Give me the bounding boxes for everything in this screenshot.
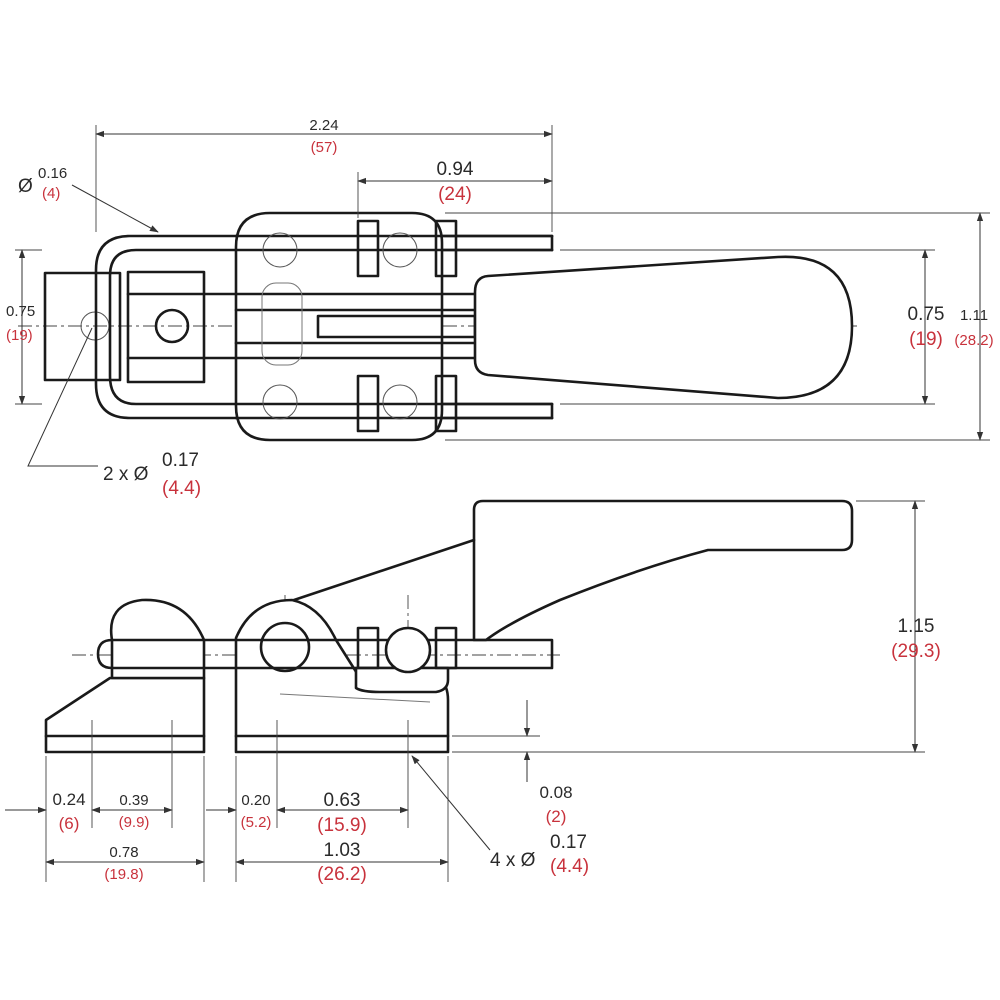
keeper-holes-mm: (4.4) [162, 478, 201, 499]
base-holes-mm: (4.4) [550, 856, 589, 877]
keeper-holes-prefix: 2 x Ø [103, 464, 149, 485]
side-view: 1.15 (29.3) 0.08 (2) 4 x Ø 0.17 (4.4) 0.… [5, 499, 941, 885]
keeper-side-body [44, 676, 206, 754]
handle-travel-mm: (24) [438, 184, 472, 205]
right-width-in: 0.75 [908, 304, 945, 325]
leader-base-holes [411, 755, 491, 851]
base-edge-mm: (5.2) [241, 814, 272, 831]
handle-side [472, 499, 854, 642]
overall-length-mm: (57) [311, 139, 338, 156]
keeper-spacing-in: 0.39 [119, 792, 148, 809]
leader-keeper-holes [27, 327, 98, 467]
base-body-top [234, 211, 444, 442]
keeper-holes-in: 0.17 [162, 450, 199, 471]
left-width-mm: (19) [6, 327, 33, 344]
overall-width-mm: (28.2) [954, 332, 993, 349]
wire-rod-side [96, 638, 554, 670]
nut-side-left [356, 626, 380, 670]
keeper-plate [43, 271, 122, 382]
nut-side-right [434, 626, 458, 670]
base-edge-in: 0.20 [241, 792, 270, 809]
wire-dia-prefix: Ø [18, 176, 33, 197]
keeper-edge-in: 0.24 [52, 790, 85, 809]
base-rivet-bottom [262, 384, 298, 420]
handle-arm [283, 538, 476, 605]
base-length-mm: (26.2) [317, 864, 367, 885]
base-hidden-contour [279, 693, 431, 703]
nut-top [382, 232, 418, 268]
handle-top [473, 255, 854, 400]
pivot-pin-hidden [261, 282, 303, 366]
base-rivet-top [262, 232, 298, 268]
keeper-spacing-mm: (9.9) [119, 814, 150, 831]
base-holes-in: 0.17 [550, 832, 587, 853]
keeper-length-in: 0.78 [109, 844, 138, 861]
nut-bottom [382, 384, 418, 420]
base-side-body [234, 598, 450, 754]
wire-dia-in: 0.16 [38, 165, 67, 182]
clamp-nose [354, 666, 450, 694]
left-width-in: 0.75 [6, 303, 35, 320]
keeper-catch-block [126, 270, 206, 384]
base-spacing-in: 0.63 [324, 790, 361, 811]
hex-nut-bottom-left [356, 374, 380, 433]
nut-side-ball [384, 626, 432, 674]
keeper-hole-right [154, 308, 190, 344]
wire-dia-mm: (4) [42, 185, 60, 202]
height-in: 1.15 [898, 616, 935, 637]
height-mm: (29.3) [891, 641, 941, 662]
top-view: 2.24 (57) 0.94 (24) Ø 0.16 (4) 0.75 (19)… [6, 117, 994, 499]
hex-nut-top-right [434, 219, 458, 278]
base-spacing-mm: (15.9) [317, 815, 367, 836]
keeper-length-mm: (19.8) [104, 866, 143, 883]
right-width-mm: (19) [909, 329, 943, 350]
pivot-side [259, 621, 311, 673]
base-thickness-in: 0.08 [539, 783, 572, 802]
leader-wire-dia [71, 184, 159, 233]
handle-travel-in: 0.94 [437, 159, 474, 180]
base-holes-prefix: 4 x Ø [490, 850, 536, 871]
wire-loop-inner [108, 248, 554, 406]
hex-nut-bottom-right [434, 374, 458, 433]
overall-length-in: 2.24 [309, 117, 338, 134]
wire-loop-outer [94, 234, 554, 420]
base-length-in: 1.03 [324, 840, 361, 861]
overall-width-in: 1.11 [960, 307, 988, 324]
keeper-edge-mm: (6) [59, 814, 80, 833]
hex-nut-top-left [356, 219, 380, 278]
base-thickness-mm: (2) [546, 807, 567, 826]
